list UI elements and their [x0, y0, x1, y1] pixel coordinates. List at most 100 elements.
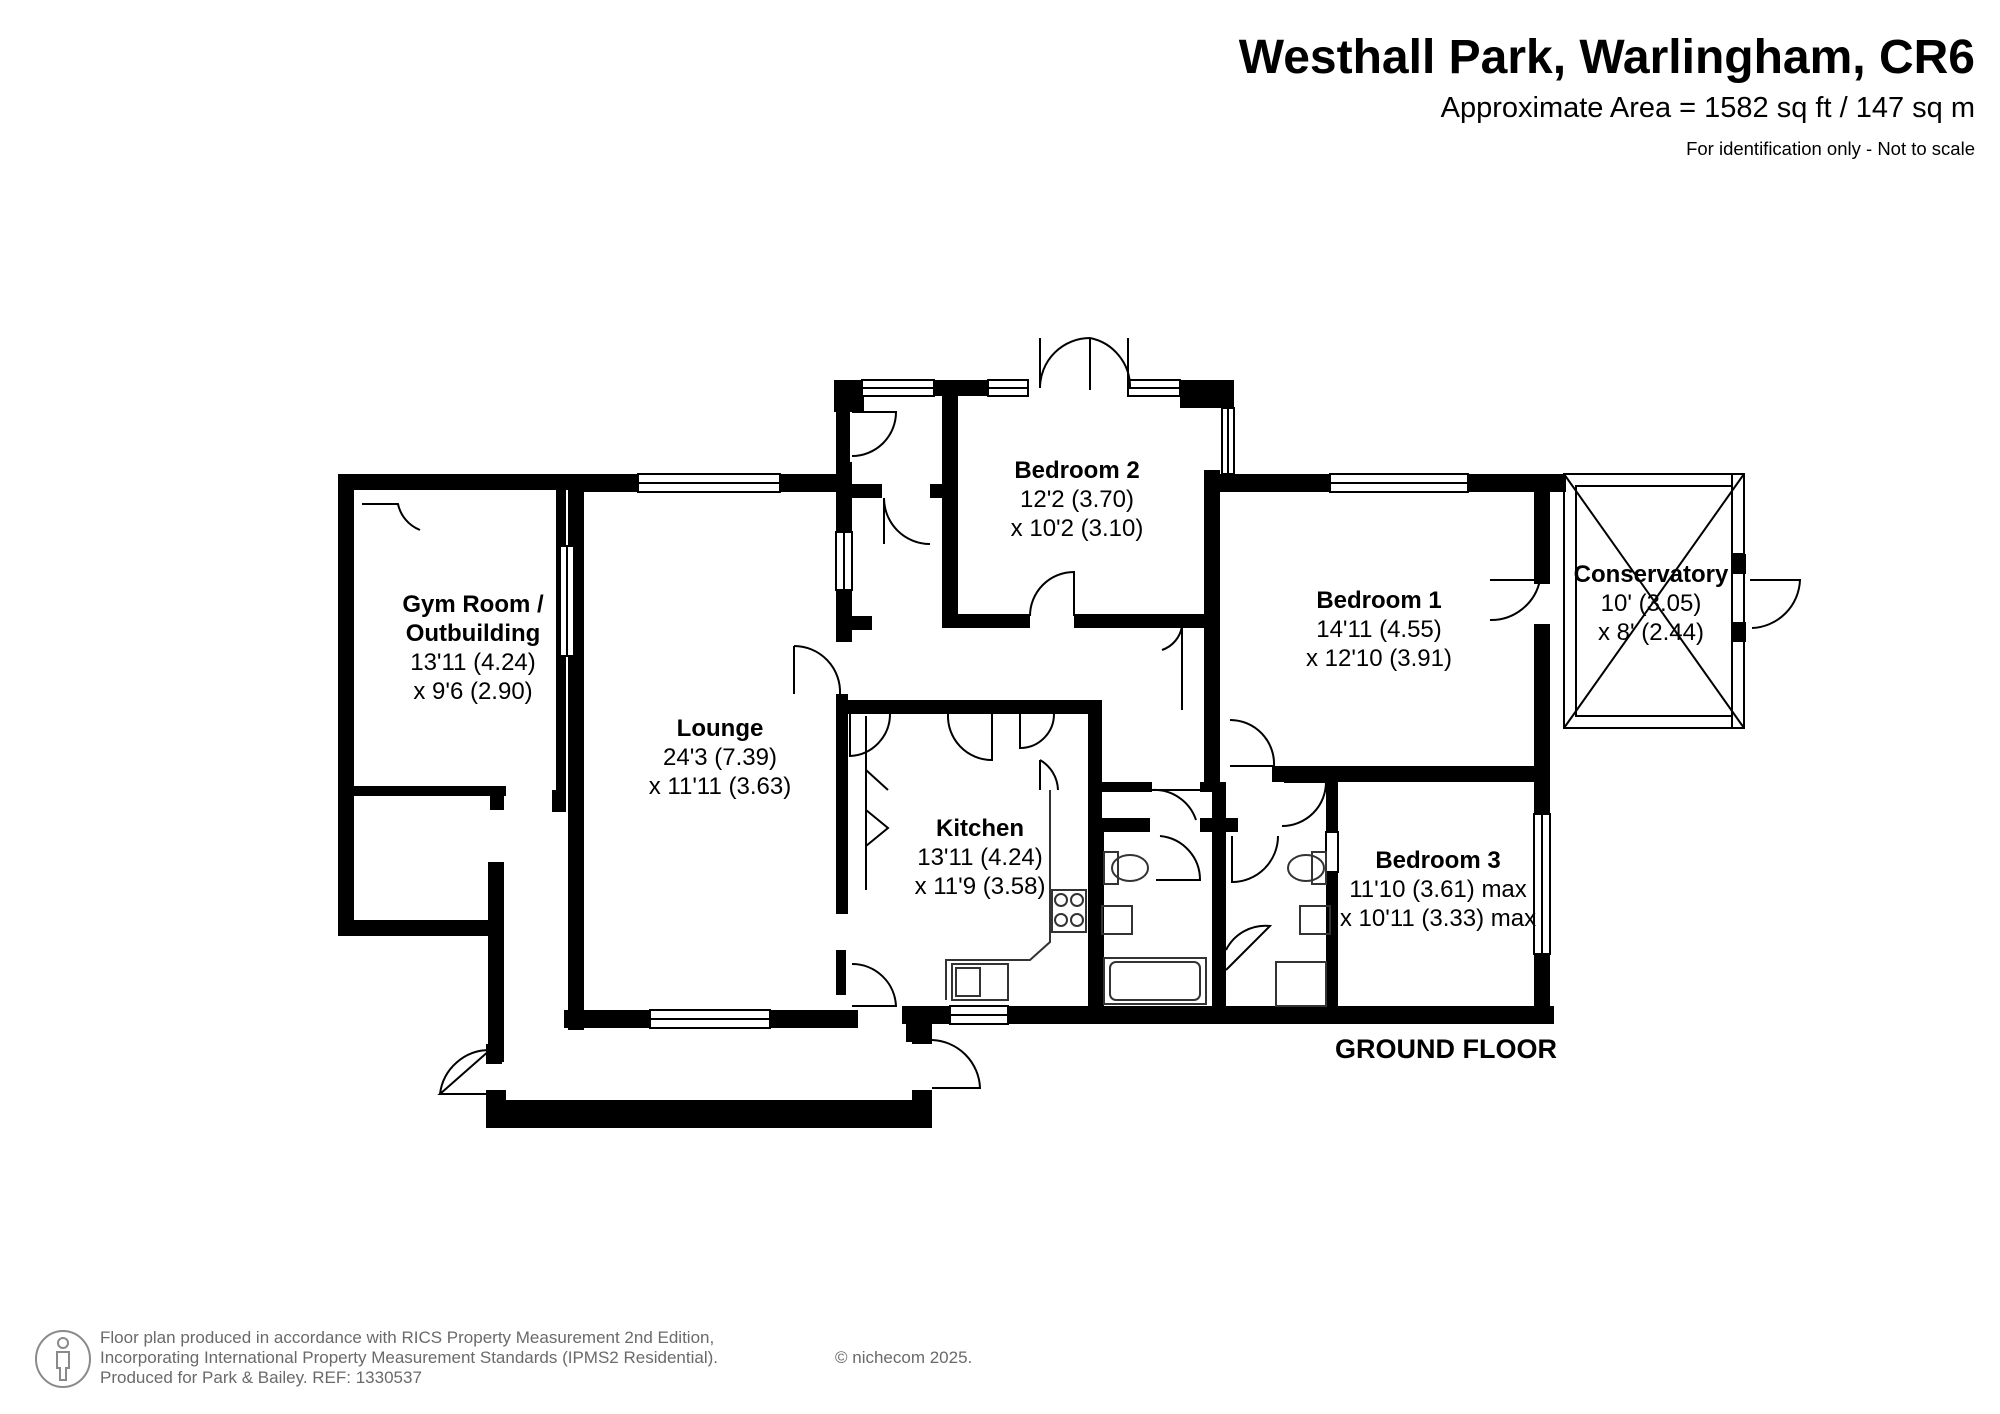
wall: [942, 614, 1030, 628]
footer: Floor plan produced in accordance with R…: [100, 1328, 972, 1388]
door: [851, 962, 898, 1007]
wall: [1534, 474, 1550, 584]
french-door: [1089, 337, 1132, 389]
plan-title: Westhall Park, Warlingham, CR6: [1238, 31, 1975, 84]
conservatory-frame: [1563, 473, 1745, 729]
wardrobe: [865, 716, 890, 890]
wall: [490, 790, 504, 810]
wall: [568, 474, 638, 492]
hob-ring: [1070, 893, 1084, 907]
shower-tray: [1275, 961, 1327, 1007]
wall: [488, 862, 504, 1062]
doors: [362, 337, 1802, 1095]
wall: [1212, 828, 1226, 1024]
wall: [780, 474, 842, 492]
wall: [1468, 474, 1566, 492]
footer-line-3: Produced for Park & Bailey. REF: 1330537: [100, 1368, 422, 1387]
door: [1039, 759, 1059, 791]
room-dim-gym-2: x 9'6 (2.90): [413, 678, 532, 705]
wall: [1732, 554, 1746, 574]
door: [851, 411, 898, 457]
wall: [1272, 766, 1550, 782]
door: [437, 1048, 493, 1095]
wall: [486, 1090, 506, 1128]
hob-ring: [1054, 913, 1068, 927]
room-dim-conservatory-2: x 8' (2.44): [1598, 619, 1704, 646]
room-dim-kitchen: 13'11 (4.24): [917, 844, 1043, 871]
wall: [1090, 818, 1150, 832]
wall: [1200, 782, 1226, 792]
wall: [338, 920, 488, 936]
door: [1019, 713, 1055, 750]
door: [946, 713, 993, 762]
wall: [852, 616, 872, 630]
area-summary: Approximate Area = 1582 sq ft / 147 sq m: [1440, 92, 1975, 124]
bath: [1103, 957, 1207, 1005]
door: [1489, 579, 1542, 622]
wall: [1226, 818, 1238, 832]
room-dim-bedroom2: 12'2 (3.70): [1020, 486, 1134, 513]
footer-line-2: Incorporating International Property Mea…: [100, 1348, 718, 1367]
door: [1029, 570, 1075, 617]
kitchen-fixtures: [945, 790, 1331, 1001]
wall: [836, 412, 850, 462]
toilet: [1111, 854, 1149, 882]
wall: [770, 1010, 852, 1028]
wall: [852, 484, 882, 498]
wall: [564, 1010, 650, 1028]
door: [1161, 625, 1183, 710]
person-silhouette-icon: [35, 1330, 91, 1388]
toilet-cistern: [1311, 851, 1327, 885]
room-dim-bedroom3: 11'10 (3.61) max: [1349, 876, 1527, 903]
wall: [1204, 484, 1220, 782]
room-name-bedroom2: Bedroom 2: [1014, 457, 1139, 484]
door: [793, 644, 842, 695]
conservatory-structure: [1563, 473, 1745, 729]
room-name-gym-2: Outbuilding: [406, 620, 541, 647]
bath-inner: [1109, 961, 1201, 1001]
wall: [834, 380, 864, 412]
door: [849, 713, 892, 758]
door: [1281, 781, 1328, 827]
room-dim-kitchen-2: x 11'9 (3.58): [915, 873, 1046, 900]
wall: [912, 1090, 932, 1128]
wall: [838, 700, 1102, 714]
brand-credit: © nichecom 2025.: [835, 1348, 973, 1367]
room-name-gym: Gym Room /: [402, 591, 544, 618]
room-name-bedroom3: Bedroom 3: [1375, 847, 1500, 874]
hob-ring: [1070, 913, 1084, 927]
toilet: [1287, 854, 1325, 882]
room-dim-lounge-2: x 11'11 (3.63): [649, 773, 791, 800]
wall: [1326, 872, 1338, 1022]
wall: [1534, 624, 1550, 770]
room-dim-conservatory: 10' (3.05): [1601, 590, 1702, 617]
basin: [1299, 905, 1331, 935]
room-dim-lounge: 24'3 (7.39): [663, 744, 777, 771]
wall: [486, 1100, 930, 1128]
door: [883, 497, 931, 545]
room-name-bedroom1: Bedroom 1: [1316, 587, 1441, 614]
wall: [552, 790, 566, 812]
room-labels: Gym Room / Outbuilding 13'11 (4.24) x 9'…: [402, 457, 1729, 1064]
footer-line-1: Floor plan produced in accordance with R…: [100, 1328, 715, 1347]
room-name-conservatory: Conservatory: [1574, 561, 1729, 588]
room-dim-bedroom3-2: x 10'11 (3.33) max: [1340, 905, 1536, 932]
wall: [912, 1024, 932, 1044]
wall: [1534, 770, 1550, 814]
wall: [1200, 818, 1226, 832]
sink: [951, 963, 1009, 1001]
header: Westhall Park, Warlingham, CR6 Approxima…: [1239, 28, 1975, 162]
bathroom-fixtures: [1103, 851, 1327, 1007]
wall: [1220, 474, 1330, 492]
wall: [1326, 782, 1338, 832]
door: [1750, 579, 1802, 629]
wall: [930, 484, 942, 498]
wall: [338, 474, 354, 936]
sink-bowl: [955, 967, 981, 997]
windows: [559, 379, 1551, 1029]
conservatory-inner: [1575, 485, 1733, 717]
wall: [836, 590, 852, 642]
worktop: [945, 790, 1051, 1000]
floor-label: GROUND FLOOR: [1335, 1034, 1557, 1064]
